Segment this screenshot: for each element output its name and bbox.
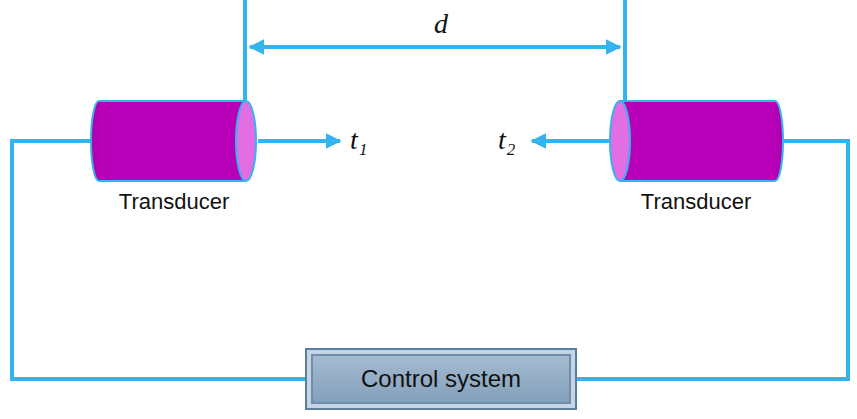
transducer: Transducer	[90, 99, 258, 183]
dimension-extension-line	[623, 0, 627, 100]
signal-label: t₂	[496, 124, 518, 156]
transducer-label: Transducer	[641, 189, 751, 215]
signal-label: t₁	[348, 124, 370, 156]
transducer-cylinder	[608, 99, 784, 183]
transducer-label: Transducer	[119, 189, 229, 215]
dimension-label: d	[432, 8, 450, 40]
dimension-arrow	[250, 45, 620, 49]
control-label: Control system	[361, 365, 521, 393]
signal-arrow	[532, 139, 614, 143]
transducer: Transducer	[608, 99, 784, 183]
transducer-cylinder	[90, 99, 258, 183]
control-box: Control system	[305, 348, 577, 410]
signal-arrow	[258, 139, 340, 143]
dimension-extension-line	[243, 0, 247, 100]
